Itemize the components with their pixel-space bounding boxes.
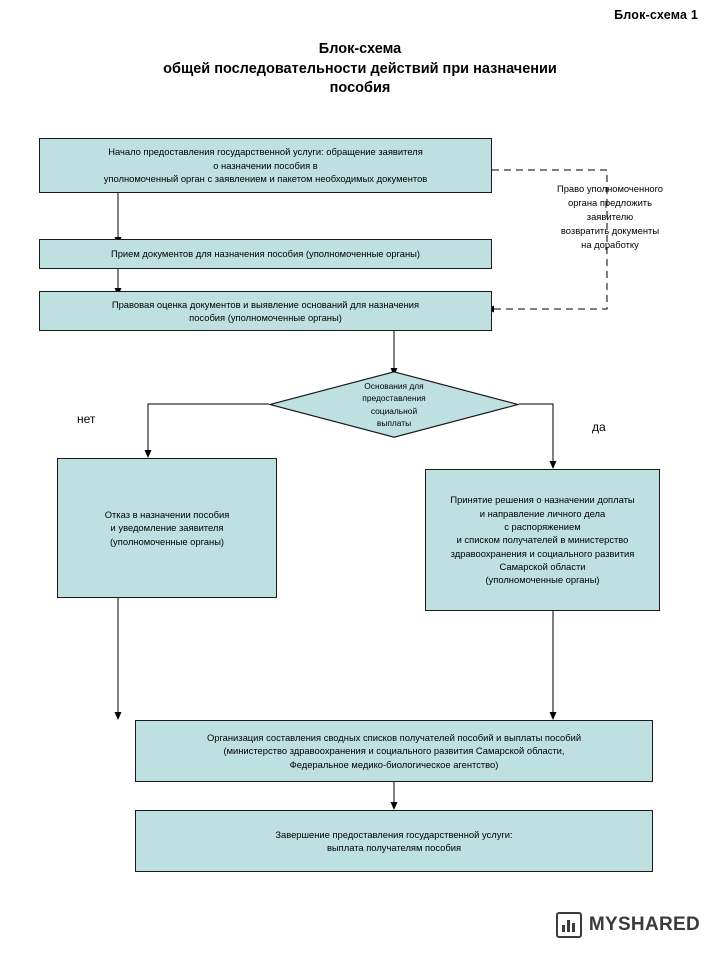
node-legal-assessment-line-1: Правовая оценка документов и выявление о… xyxy=(111,298,420,310)
page-title: Блок-схема общей последовательности дейс… xyxy=(110,40,610,99)
branch-label-no: нет xyxy=(77,412,96,426)
page-title-line-1: Блок-схема xyxy=(318,41,402,57)
node-approval-line-5: здравоохранения и социального развития xyxy=(450,547,635,559)
node-approval-line-2: и направление личного дела xyxy=(479,507,606,519)
node-approval[interactable]: Принятие решения о назначении доплаты и … xyxy=(425,469,660,611)
node-approval-line-6: Самарской области xyxy=(499,561,586,573)
node-start-line-2: о назначении пособия в xyxy=(213,159,318,171)
node-approval-line-7: (уполномоченные органы) xyxy=(485,574,600,586)
node-decision-line-2: предоставления xyxy=(362,393,426,404)
node-consolidated-lists-line-3: Федеральное медико-биологическое агентст… xyxy=(289,758,499,770)
node-refusal-line-3: (уполномоченные органы) xyxy=(109,535,225,547)
diamond-shape xyxy=(269,371,519,438)
note-line-2: органа предложить xyxy=(568,197,652,209)
node-finish-line-2: выплата получателям пособия xyxy=(326,842,462,853)
note-line-1: Право уполномоченного xyxy=(556,183,664,194)
page-title-line-2: общей последовательности действий при на… xyxy=(163,60,557,77)
chart-icon xyxy=(555,912,582,938)
node-refusal[interactable]: Отказ в назначении пособия и уведомление… xyxy=(57,458,277,598)
node-legal-assessment-line-2: пособия (уполномоченные органы) xyxy=(189,312,342,323)
note-return-documents: Право уполномоченного органа предложить … xyxy=(515,182,705,253)
node-decision-text: Основания для предоставления социальной … xyxy=(269,371,519,438)
node-start[interactable]: Начало предоставления государственной ус… xyxy=(39,138,492,193)
node-legal-assessment[interactable]: Правовая оценка документов и выявление о… xyxy=(39,291,492,331)
node-receive-documents-line-1: Прием документов для назначения пособия … xyxy=(110,248,421,260)
node-start-line-3: уполномоченный орган с заявлением и паке… xyxy=(103,173,428,185)
node-finish-line-1: Завершение предоставления государственно… xyxy=(275,828,513,840)
node-decision-line-3: социальной xyxy=(370,405,418,416)
node-approval-line-3: с распоряжением xyxy=(504,520,581,532)
node-consolidated-lists-line-2: (министерство здравоохранения и социальн… xyxy=(223,745,565,757)
node-approval-line-4: и списком получателей в министерство xyxy=(456,534,629,546)
node-decision-line-4: выплаты xyxy=(376,417,412,428)
node-decision-line-1: Основания для xyxy=(364,381,424,392)
note-line-3: заявителю xyxy=(586,211,634,223)
node-refusal-line-1: Отказ в назначении пособия xyxy=(104,508,230,520)
node-receive-documents[interactable]: Прием документов для назначения пособия … xyxy=(39,239,492,269)
note-line-4: возвратить документы xyxy=(560,225,660,237)
node-consolidated-lists[interactable]: Организация составления сводных списков … xyxy=(135,720,653,782)
node-consolidated-lists-line-1: Организация составления сводных списков … xyxy=(206,731,582,743)
node-approval-line-1: Принятие решения о назначении доплаты xyxy=(450,494,635,506)
node-decision[interactable]: Основания для предоставления социальной … xyxy=(269,371,519,438)
myshared-watermark: MYSHARED xyxy=(555,912,700,938)
node-finish[interactable]: Завершение предоставления государственно… xyxy=(135,810,653,872)
note-line-5: на доработку xyxy=(581,239,639,251)
node-refusal-line-2: и уведомление заявителя xyxy=(110,522,224,534)
watermark-text: MYSHARED xyxy=(588,914,700,935)
node-start-line-1: Начало предоставления государственной ус… xyxy=(108,146,423,158)
branch-label-yes: да xyxy=(592,420,606,434)
page-title-line-3: пособия xyxy=(329,80,391,97)
scheme-label: Блок-схема 1 xyxy=(614,8,698,22)
